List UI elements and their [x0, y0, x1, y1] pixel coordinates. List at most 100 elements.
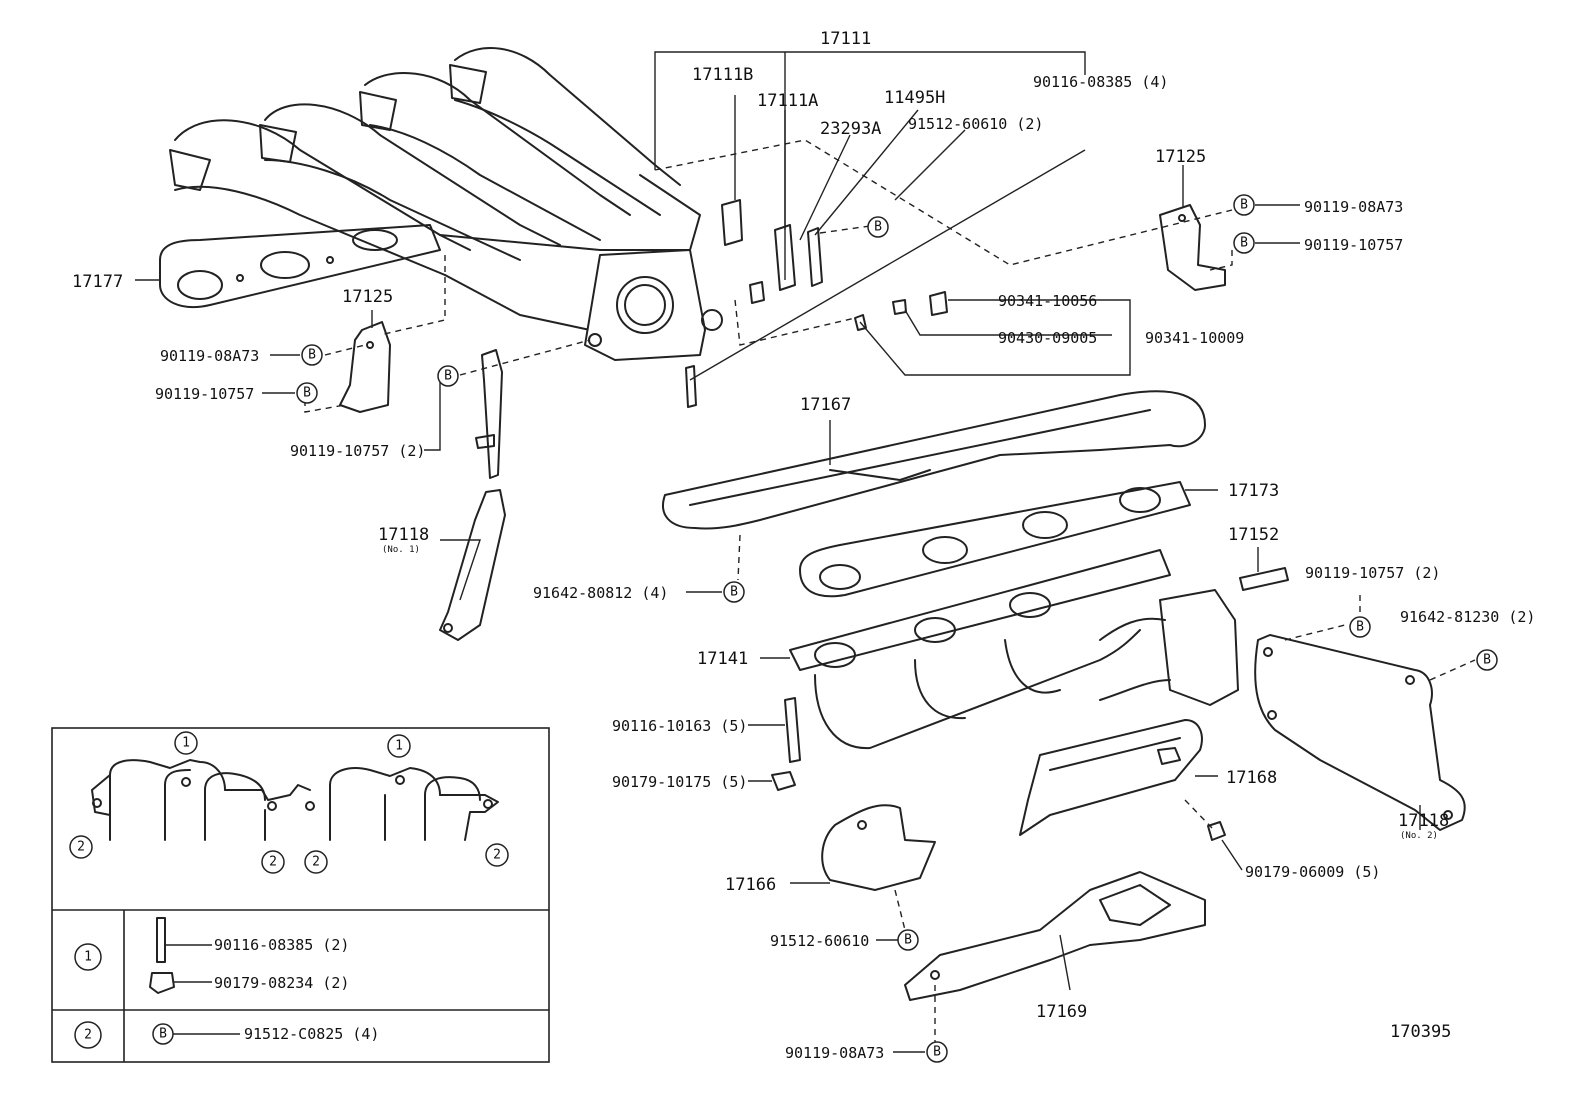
svg-text:B: B	[933, 1045, 941, 1060]
stay-17118-no2	[1254, 634, 1466, 831]
figure-number: 170395	[1390, 1022, 1451, 1042]
bolt-b-icon: B	[1233, 194, 1255, 216]
stud-icon	[156, 917, 166, 963]
label-17169: 17169	[1036, 1002, 1087, 1022]
row-2-marker-icon: 2	[74, 1021, 102, 1049]
dashed-lines	[304, 139, 1476, 1045]
label-91642-81230-2: 91642-81230 (2)	[1400, 608, 1535, 626]
label-90119-08A73-left: 90119-08A73	[160, 347, 259, 365]
marker-1-icon: 1	[174, 731, 198, 755]
label-17177: 17177	[72, 272, 123, 292]
label-17111: 17111	[820, 29, 871, 49]
bolt-b-icon: B	[1233, 232, 1255, 254]
bolt-b-icon: B	[926, 1041, 948, 1063]
intake-gasket	[159, 224, 441, 309]
insulator-17168	[1019, 719, 1226, 841]
label-17125-left: 17125	[342, 287, 393, 307]
bolt-b-icon: B	[152, 1023, 174, 1045]
insulator-17166	[821, 804, 936, 891]
label-91512-60610-2: 91512-60610 (2)	[908, 115, 1043, 133]
stay-17118-no1	[439, 349, 506, 641]
throttle-gaskets	[721, 199, 823, 304]
svg-text:2: 2	[269, 855, 277, 870]
bolt-b-icon: B	[1476, 649, 1498, 671]
label-23293A: 23293A	[820, 119, 881, 139]
exhaust-gasket-17173	[799, 481, 1191, 598]
label-90119-10757-2-right: 90119-10757 (2)	[1305, 564, 1440, 582]
label-17125-right: 17125	[1155, 147, 1206, 167]
bracket-17125-right	[1159, 204, 1226, 291]
row-1-marker-icon: 1	[74, 943, 102, 971]
label-90119-08A73-bottom: 90119-08A73	[785, 1044, 884, 1062]
label-17118-no2-sub: (No. 2)	[1400, 831, 1438, 841]
bolt-b-icon: B	[296, 382, 318, 404]
insulator-17169	[904, 871, 1206, 1001]
marker-2-icon: 2	[485, 843, 509, 867]
label-17111A: 17111A	[757, 91, 818, 111]
label-90430-09005: 90430-09005	[998, 329, 1097, 347]
label-90341-10056: 90341-10056	[998, 292, 1097, 310]
exhaust-manifold-17141	[789, 549, 1239, 750]
svg-text:B: B	[1483, 653, 1491, 668]
svg-text:B: B	[1240, 236, 1248, 251]
intake-manifold	[169, 47, 723, 361]
label-90116-08385-4: 90116-08385 (4)	[1033, 73, 1168, 91]
bolt-b-icon: B	[723, 581, 745, 603]
exhaust-studs-nuts	[771, 697, 801, 791]
svg-text:B: B	[904, 933, 912, 948]
bolt-b-icon: B	[867, 216, 889, 238]
label-17118-no1-sub: (No. 1)	[382, 545, 420, 555]
svg-text:B: B	[1240, 198, 1248, 213]
bolt-b-icon: B	[301, 344, 323, 366]
label-17111B: 17111B	[692, 65, 753, 85]
label-90179-06009-5: 90179-06009 (5)	[1245, 863, 1380, 881]
label-90119-10757-left: 90119-10757	[155, 385, 254, 403]
label-17141: 17141	[697, 649, 748, 669]
svg-text:B: B	[874, 220, 882, 235]
label-91642-80812-4: 91642-80812 (4)	[533, 584, 668, 602]
stud-17152	[1239, 567, 1289, 591]
svg-text:1: 1	[395, 739, 403, 754]
inset-table: 1 1 2 2 2 2 1 90116-08385 (2) 90179-0823…	[51, 727, 550, 1063]
svg-text:B: B	[159, 1027, 167, 1042]
label-17118-no2: 17118	[1398, 811, 1449, 831]
marker-2-icon: 2	[261, 850, 285, 874]
label-17166: 17166	[725, 875, 776, 895]
svg-text:2: 2	[77, 840, 85, 855]
label-90119-08A73-right: 90119-08A73	[1304, 198, 1403, 216]
label-17167: 17167	[800, 395, 851, 415]
svg-text:B: B	[1356, 620, 1364, 635]
bolt-markers: B B B B B B B B B B B	[296, 194, 1498, 1063]
label-11495H: 11495H	[884, 88, 945, 108]
svg-text:B: B	[303, 386, 311, 401]
label-91512-60610: 91512-60610	[770, 932, 869, 950]
svg-text:2: 2	[312, 855, 320, 870]
nut-icon	[149, 972, 175, 994]
label-17173: 17173	[1228, 481, 1279, 501]
label-90119-10757-right: 90119-10757	[1304, 236, 1403, 254]
bolt-b-icon: B	[437, 365, 459, 387]
marker-1-icon: 1	[387, 734, 411, 758]
label-90119-10757-2-left: 90119-10757 (2)	[290, 442, 425, 460]
inset-gasket-sketch	[91, 759, 499, 841]
inset-row1-part-a: 90116-08385 (2)	[214, 936, 349, 954]
svg-text:2: 2	[493, 848, 501, 863]
label-90341-10009: 90341-10009	[1145, 329, 1244, 347]
bolt-b-icon: B	[1349, 616, 1371, 638]
manifold-insulator-17167	[662, 390, 1206, 530]
inset-row2-part: 91512-C0825 (4)	[244, 1025, 379, 1043]
part-labels: 17111 17111B 17111A 11495H 23293A 90116-…	[72, 29, 1535, 1062]
bracket-17125-left	[339, 321, 391, 413]
svg-text:1: 1	[182, 736, 190, 751]
bolt-b-icon: B	[897, 929, 919, 951]
svg-text:B: B	[444, 369, 452, 384]
inset-row1-part-b: 90179-08234 (2)	[214, 974, 349, 992]
svg-text:1: 1	[84, 950, 92, 965]
label-90179-10175-5: 90179-10175 (5)	[612, 773, 747, 791]
label-17168: 17168	[1226, 768, 1277, 788]
svg-text:B: B	[730, 585, 738, 600]
leader-lines	[135, 51, 1421, 1053]
svg-text:B: B	[308, 348, 316, 363]
fasteners-upper	[685, 291, 948, 408]
